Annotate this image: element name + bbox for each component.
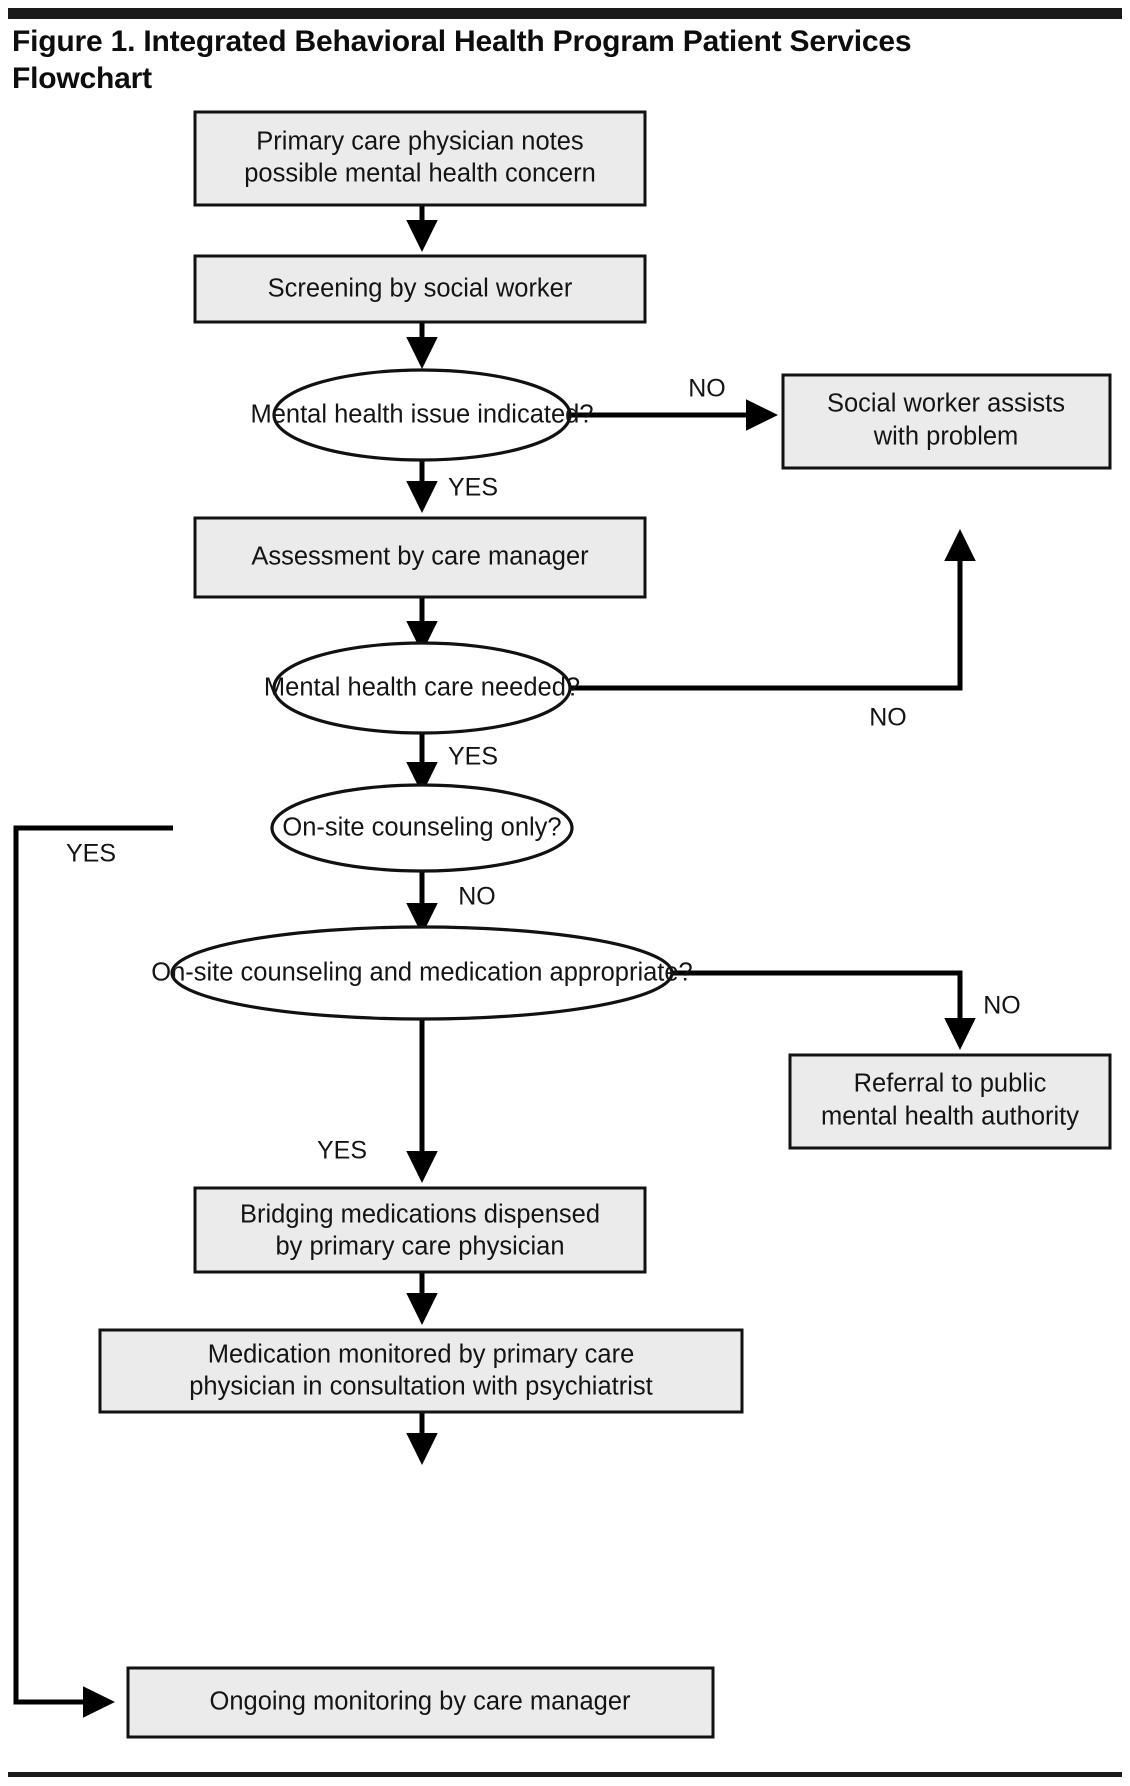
figure-title: Figure 1. Integrated Behavioral Health P…: [12, 25, 912, 95]
node-decision-onsite-counseling-only-label: On-site counseling only?: [282, 814, 561, 842]
node-referral-public-authority[interactable]: Referral to public mental health authori…: [788, 1053, 1112, 1150]
node-bridging-medications[interactable]: Bridging medications dispensed by primar…: [193, 1186, 647, 1274]
node-primary-care-physician-line2: possible mental health concern: [244, 160, 596, 188]
node-assessment-care-manager-label: Assessment by care manager: [251, 543, 589, 571]
edge-care-needed-no-to-social-worker: [570, 529, 976, 691]
edge-label-issue-yes: YES: [448, 474, 498, 502]
node-screening-social-worker-label: Screening by social worker: [268, 275, 573, 303]
node-primary-care-physician-line1: Primary care physician notes: [256, 128, 583, 156]
edge-label-issue-no: NO: [688, 375, 726, 403]
edge-label-onsite-only-yes: YES: [66, 840, 116, 868]
node-social-worker-assists-line2: with problem: [873, 423, 1019, 451]
node-decision-care-needed-label: Mental health care needed?: [264, 674, 580, 702]
node-referral-public-authority-line2: mental health authority: [821, 1103, 1079, 1131]
node-assessment-care-manager[interactable]: Assessment by care manager: [193, 516, 647, 599]
node-decision-mental-health-issue-label: Mental health issue indicated?: [250, 401, 593, 429]
node-ongoing-monitoring[interactable]: Ongoing monitoring by care manager: [126, 1666, 715, 1739]
node-bridging-medications-line2: by primary care physician: [275, 1233, 564, 1261]
edge-label-onsite-only-no: NO: [458, 883, 496, 911]
node-medication-monitored[interactable]: Medication monitored by primary care phy…: [98, 1328, 744, 1414]
edge-medication-no-to-referral: [671, 970, 976, 1050]
node-medication-monitored-line2: physician in consultation with psychiatr…: [189, 1373, 652, 1401]
node-decision-care-needed[interactable]: Mental health care needed?: [264, 641, 580, 735]
node-decision-counseling-medication[interactable]: On-site counseling and medication approp…: [151, 925, 693, 1021]
edge-label-care-needed-no: NO: [869, 704, 907, 732]
node-primary-care-physician[interactable]: Primary care physician notes possible me…: [193, 110, 647, 207]
edge-label-medication-yes: YES: [317, 1137, 367, 1165]
edge-onsite-only-yes-to-ongoing-monitoring: [13, 825, 173, 1718]
node-social-worker-assists-line1: Social worker assists: [827, 390, 1065, 418]
top-rule-divider: [8, 8, 1122, 19]
node-decision-mental-health-issue[interactable]: Mental health issue indicated?: [250, 368, 594, 462]
node-social-worker-assists[interactable]: Social worker assists with problem: [781, 373, 1112, 470]
bottom-rule-divider: [8, 1772, 1122, 1777]
node-decision-onsite-counseling-only[interactable]: On-site counseling only?: [270, 783, 574, 873]
node-screening-social-worker[interactable]: Screening by social worker: [193, 254, 647, 324]
edge-label-care-needed-yes: YES: [448, 743, 498, 771]
node-ongoing-monitoring-label: Ongoing monitoring by care manager: [210, 1688, 631, 1716]
node-medication-monitored-line1: Medication monitored by primary care: [208, 1341, 635, 1369]
node-decision-counseling-medication-label: On-site counseling and medication approp…: [151, 959, 693, 987]
node-referral-public-authority-line1: Referral to public: [854, 1070, 1047, 1098]
node-bridging-medications-line1: Bridging medications dispensed: [240, 1201, 600, 1229]
edge-label-medication-no: NO: [983, 992, 1021, 1020]
